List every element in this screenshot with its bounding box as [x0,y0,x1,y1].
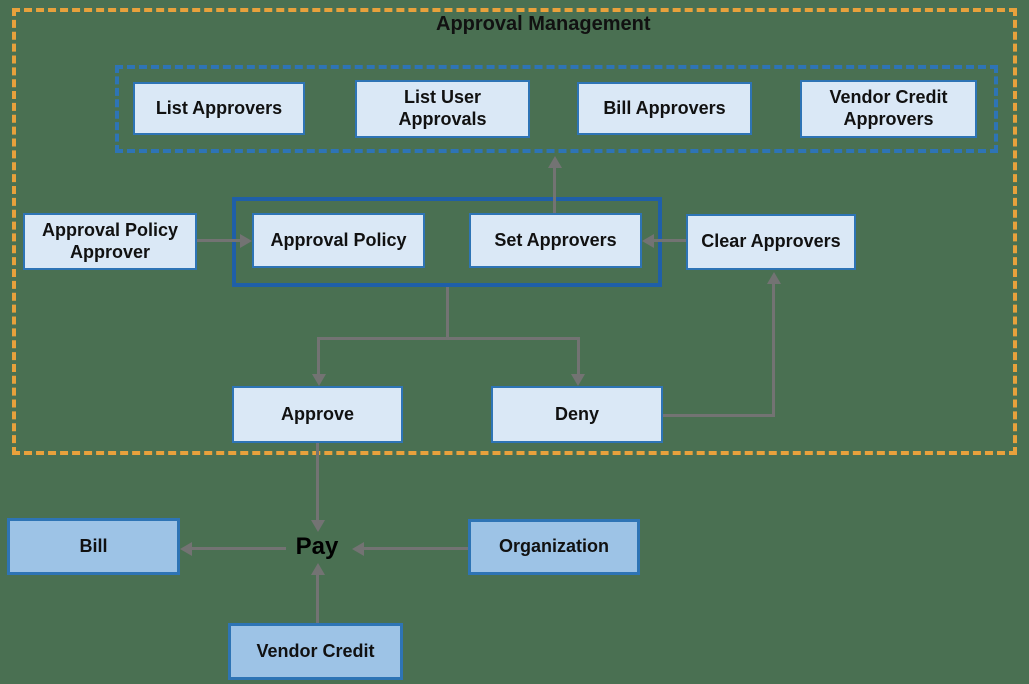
node-approve: Approve [232,386,403,443]
node-bill-approvers: Bill Approvers [577,82,752,135]
arrowhead-up-into-clear-approvers [767,272,781,284]
edge-deny-elbow-horizontal [663,414,775,417]
node-list-user-approvals-label: List User Approvals [398,87,487,129]
edge-deny-elbow-vertical [772,284,775,417]
edge-clear-approvers-to-set-approvers [654,239,686,242]
arrowhead-down-into-pay [311,520,325,532]
node-bill-approvers-label: Bill Approvers [603,97,726,118]
arrowhead-down-into-deny [571,374,585,386]
node-bill: Bill [7,518,180,575]
edge-pay-to-bill [192,547,286,550]
edge-branch-to-deny [577,337,580,375]
arrowhead-up-into-pay [311,563,325,575]
arrowhead-left-into-pay [352,542,364,556]
node-deny: Deny [491,386,663,443]
edge-policy-group-stem [446,287,449,340]
node-approval-policy: Approval Policy [252,213,425,268]
node-vendor-credit-approvers-label: Vendor Credit Approvers [829,87,948,129]
edge-vendor-credit-to-pay [316,575,319,623]
node-bill-label: Bill [79,535,108,556]
arrowhead-left-into-set-approvers [642,234,654,248]
node-vendor-credit: Vendor Credit [228,623,403,680]
node-approve-label: Approve [280,403,354,424]
arrowhead-up-into-approver-list-group [548,156,562,168]
node-deny-label: Deny [554,403,599,424]
approval-management-title: Approval Management [436,13,651,35]
node-list-approvers-label: List Approvers [155,97,283,118]
approval-management-container [12,8,1017,455]
node-vendor-credit-approvers: Vendor Credit Approvers [800,80,977,138]
node-clear-approvers: Clear Approvers [686,214,856,270]
approver-list-group [115,65,998,153]
approval-policy-group [232,197,662,287]
node-approval-policy-approver: Approval Policy Approver [23,213,197,270]
node-approval-policy-approver-label: Approval Policy Approver [41,219,179,262]
node-organization-label: Organization [498,536,609,557]
node-set-approvers-label: Set Approvers [494,229,617,250]
arrowhead-left-into-bill [180,542,192,556]
edge-approve-to-pay [316,443,319,521]
node-organization: Organization [468,519,640,575]
edge-organization-to-pay [364,547,468,550]
edge-branch-to-approve [317,337,320,375]
node-set-approvers: Set Approvers [469,213,642,268]
edge-policy-group-branch [317,337,580,340]
node-pay: Pay [295,533,339,560]
arrowhead-right-into-approval-policy [240,234,252,248]
arrowhead-down-into-approve [312,374,326,386]
node-list-approvers: List Approvers [133,82,305,135]
edge-approval-policy-approver-to-approval-policy [197,239,242,242]
node-approval-policy-label: Approval Policy [270,229,407,250]
node-vendor-credit-label: Vendor Credit [256,640,375,661]
node-list-user-approvals: List User Approvals [355,80,530,138]
edge-set-approvers-to-approver-list-group [553,168,556,213]
node-clear-approvers-label: Clear Approvers [701,231,841,252]
